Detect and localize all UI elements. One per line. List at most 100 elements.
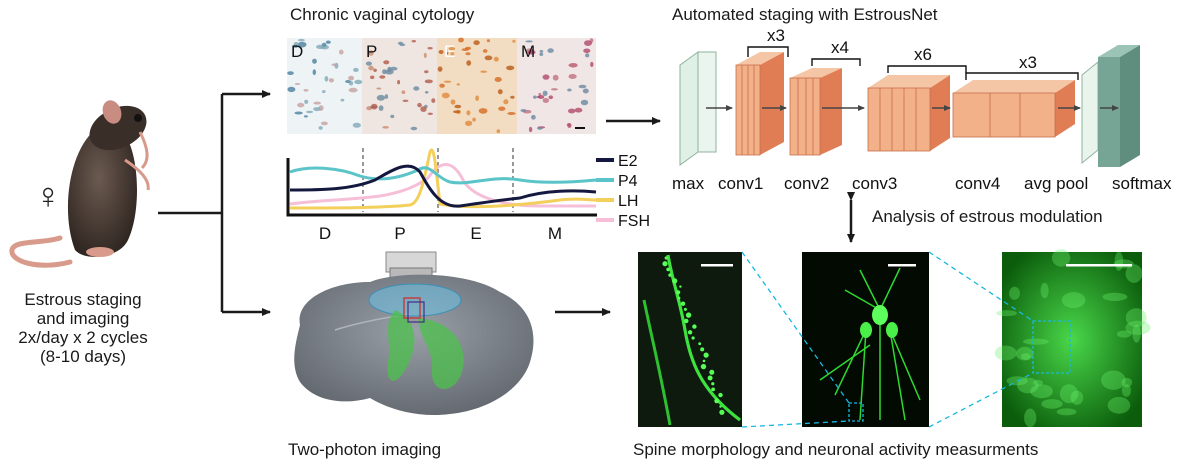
cell-dot <box>417 102 422 108</box>
cell-dot <box>379 75 386 79</box>
spine-dot <box>698 342 702 346</box>
cell-blob <box>1051 249 1071 267</box>
cell-blob <box>1009 286 1020 300</box>
cell-blob <box>1023 338 1049 345</box>
cell-dot <box>370 103 378 110</box>
cell-blob <box>996 310 1017 317</box>
network-title: Automated staging with EstrousNet <box>672 5 938 24</box>
cell-dot <box>584 40 592 46</box>
spine-dot <box>679 285 682 288</box>
cell-blob <box>1040 282 1049 299</box>
cell-dot <box>441 92 450 99</box>
cell-blob <box>1116 330 1132 338</box>
conv4-block <box>952 80 1075 138</box>
cell-dot <box>384 69 394 75</box>
cell-blob <box>1114 251 1124 271</box>
cell-blob <box>1121 377 1133 388</box>
spine-dot <box>711 382 715 386</box>
cytology-label-d: D <box>291 42 303 61</box>
repeat-conv1: x3 <box>767 26 785 45</box>
plot-axes <box>286 158 597 217</box>
cell-dot <box>548 95 554 100</box>
cell-dot <box>294 111 303 115</box>
cell-blob <box>1125 320 1151 335</box>
conv3-block <box>867 75 950 152</box>
spine-dot <box>668 273 672 277</box>
cell-dot <box>552 74 559 81</box>
cell-dot <box>472 117 476 122</box>
cell-dot <box>456 83 460 86</box>
cell-blob <box>1030 384 1053 399</box>
cell-dot <box>461 48 469 51</box>
cytology-stage-labels: D P E M <box>291 42 535 61</box>
spine-dot <box>691 336 695 340</box>
cell-dot <box>438 50 444 54</box>
cell-dot <box>475 95 479 101</box>
cell-dot <box>303 89 309 92</box>
cell-blob <box>1101 370 1126 390</box>
cell-dot <box>568 74 577 79</box>
spine-dot <box>672 278 678 284</box>
cell-dot <box>547 48 554 53</box>
cell-dot <box>312 58 317 64</box>
conv1-block <box>735 52 784 156</box>
spine-dot <box>666 267 670 272</box>
cell-dot <box>431 98 436 103</box>
cell-dot <box>365 61 372 66</box>
cell-dot <box>542 90 548 97</box>
cell-dot <box>450 99 456 105</box>
cell-dot <box>520 109 527 112</box>
cell-dot <box>466 60 472 66</box>
cytology-label-m: M <box>521 42 535 61</box>
cell-dot <box>401 90 406 94</box>
layer-conv1: conv1 <box>718 174 763 193</box>
cytology-title: Chronic vaginal cytology <box>290 5 475 24</box>
left-caption: Estrous staging and imaging 2x/day x 2 c… <box>8 290 158 366</box>
repeat-conv4: x3 <box>1019 53 1037 72</box>
caption-line-3: 2x/day x 2 cycles <box>18 328 148 347</box>
cell-dot <box>427 47 433 50</box>
cell-dot <box>304 99 309 104</box>
cell-dot <box>494 77 502 82</box>
spine-dot <box>687 330 693 335</box>
cell-dot <box>466 110 471 116</box>
cell-dot <box>340 98 345 102</box>
spine-dot <box>718 392 723 398</box>
cell-dot <box>478 108 488 114</box>
caption-line-1: Estrous staging <box>24 290 142 309</box>
cell-dot <box>345 80 351 83</box>
cell-dot <box>536 95 541 99</box>
spine-dot <box>714 398 720 404</box>
cell-dot <box>411 40 416 43</box>
layer-avg-pool: avg pool <box>1024 174 1088 193</box>
cell-blob <box>1041 399 1063 409</box>
spine-dot <box>664 256 668 260</box>
cell-blob <box>1107 396 1131 414</box>
cell-dot <box>574 107 583 113</box>
layer-max: max <box>672 174 705 193</box>
cell-dot <box>453 110 461 114</box>
hormone-plot <box>286 148 597 217</box>
cell-dot <box>497 89 503 95</box>
cell-dot <box>539 52 544 57</box>
curve-e2 <box>289 164 597 208</box>
spine-dot <box>709 369 715 375</box>
cell-dot <box>420 106 427 112</box>
spine-dot <box>702 359 706 363</box>
layer-conv4: conv4 <box>955 174 1000 193</box>
cell-dot <box>525 40 533 43</box>
spine-dot <box>685 312 692 318</box>
spine-dot <box>676 290 681 295</box>
spine-dot <box>662 261 668 267</box>
plot-legend: E2 P4 LH FSH <box>596 153 650 230</box>
cell-dot <box>437 66 443 72</box>
x-label-p: P <box>394 224 405 243</box>
cell-dot <box>397 80 401 85</box>
cell-dot <box>293 44 298 48</box>
plot-x-labels: D P E M <box>319 224 562 243</box>
softmax-plate <box>1098 45 1140 57</box>
cell-dot <box>399 43 406 47</box>
cell-dot <box>527 50 536 55</box>
cell-blob <box>1121 384 1131 397</box>
spine-dot <box>677 296 681 300</box>
